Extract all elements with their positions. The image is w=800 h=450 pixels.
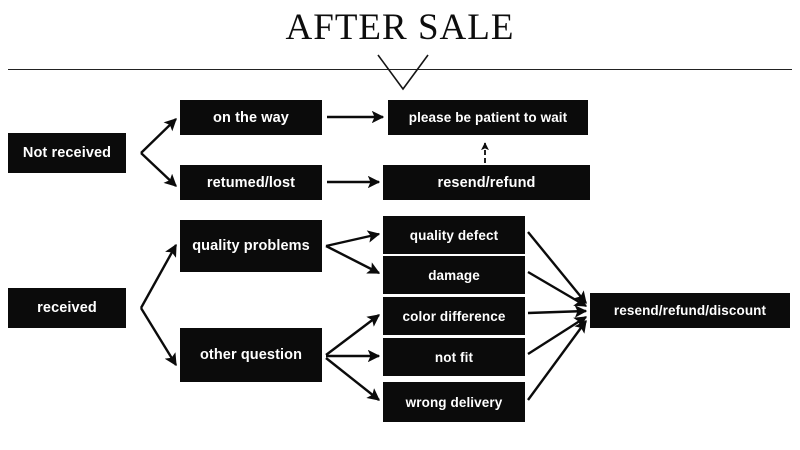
edge-not-received-to-returned-lost bbox=[140, 152, 177, 187]
node-quality-problems[interactable]: quality problems bbox=[180, 220, 322, 272]
header-divider bbox=[8, 69, 792, 70]
node-resend-refund[interactable]: resend/refund bbox=[383, 165, 590, 200]
node-wrong-delivery[interactable]: wrong delivery bbox=[383, 382, 525, 422]
edge-color-difference-to-resend-refund-discount bbox=[527, 305, 588, 318]
node-resend-refund-discount[interactable]: resend/refund/discount bbox=[590, 293, 790, 328]
node-not-fit[interactable]: not fit bbox=[383, 338, 525, 376]
edge-quality-problems-to-quality-defect bbox=[325, 230, 381, 248]
node-received[interactable]: received bbox=[8, 288, 126, 328]
edge-other-question-to-color-difference bbox=[325, 314, 380, 356]
node-quality-defect[interactable]: quality defect bbox=[383, 216, 525, 254]
edge-other-question-to-wrong-delivery bbox=[325, 357, 380, 401]
node-not-received[interactable]: Not received bbox=[8, 133, 126, 173]
page-title: AFTER SALE bbox=[285, 7, 515, 48]
edge-quality-defect-to-resend-refund-discount bbox=[527, 231, 587, 304]
node-other-question[interactable]: other question bbox=[180, 328, 322, 382]
node-color-difference[interactable]: color difference bbox=[383, 297, 525, 335]
node-returned-lost[interactable]: retumed/lost bbox=[180, 165, 322, 200]
edge-not-received-to-on-the-way bbox=[140, 118, 177, 154]
edge-wrong-delivery-to-resend-refund-discount bbox=[527, 319, 587, 401]
edge-received-to-other-question bbox=[139, 307, 178, 367]
node-on-the-way[interactable]: on the way bbox=[180, 100, 322, 135]
node-damage[interactable]: damage bbox=[383, 256, 525, 294]
edge-not-fit-to-resend-refund-discount bbox=[527, 315, 588, 356]
edge-damage-to-resend-refund-discount bbox=[527, 270, 588, 308]
edge-received-to-quality-problems bbox=[139, 243, 178, 309]
node-please-be-patient-to-wait[interactable]: please be patient to wait bbox=[388, 100, 588, 135]
edge-quality-problems-to-damage bbox=[325, 244, 381, 275]
